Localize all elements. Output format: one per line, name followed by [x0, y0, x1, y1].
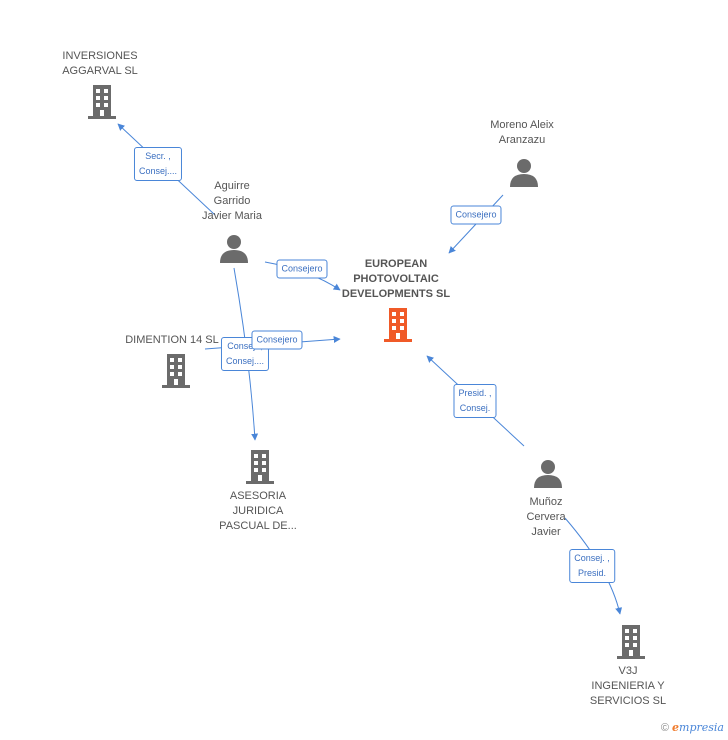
building-icon[interactable] [244, 450, 276, 484]
relation-label-secr-consej[interactable]: Secr. , Consej.... [133, 147, 183, 181]
brand-footer: © empresia [661, 721, 724, 734]
relation-label-consejero[interactable]: Consejero [276, 259, 328, 279]
edges [117, 123, 623, 615]
copyright-symbol: © [660, 722, 669, 734]
building-icon[interactable] [615, 625, 647, 659]
person-icon[interactable] [509, 157, 539, 187]
node-label-munoz[interactable]: Muñoz Cervera Javier [526, 496, 566, 538]
relation-label-presid-consej[interactable]: Presid. , Consej. [453, 384, 497, 418]
building-icon[interactable] [86, 85, 118, 119]
building-icon-main[interactable] [382, 308, 414, 342]
node-label-v3j[interactable]: V3J INGENIERIA Y SERVICIOS SL [589, 665, 667, 707]
person-icon[interactable] [219, 233, 249, 263]
node-label-moreno[interactable]: Moreno Aleix Aranzazu [490, 119, 554, 146]
person-icon[interactable] [533, 458, 563, 488]
relation-label-consej-presid[interactable]: Consej. , Presid. [569, 549, 615, 583]
building-icon[interactable] [160, 354, 192, 388]
node-label-dimention[interactable]: DIMENTION 14 SL [125, 334, 219, 346]
relation-label-consejero[interactable]: Consejero [251, 330, 303, 350]
node-label-asesoria[interactable]: ASESORIA JURIDICA PASCUAL DE... [219, 490, 297, 532]
relation-label-consejero[interactable]: Consejero [450, 205, 502, 225]
brand-logo: empresia [672, 721, 724, 734]
node-label-aguirre[interactable]: Aguirre Garrido Javier Maria [202, 180, 262, 222]
node-label-european[interactable]: EUROPEAN PHOTOVOLTAIC DEVELOPMENTS SL [341, 258, 451, 300]
node-label-inversiones[interactable]: INVERSIONES AGGARVAL SL [62, 50, 138, 77]
